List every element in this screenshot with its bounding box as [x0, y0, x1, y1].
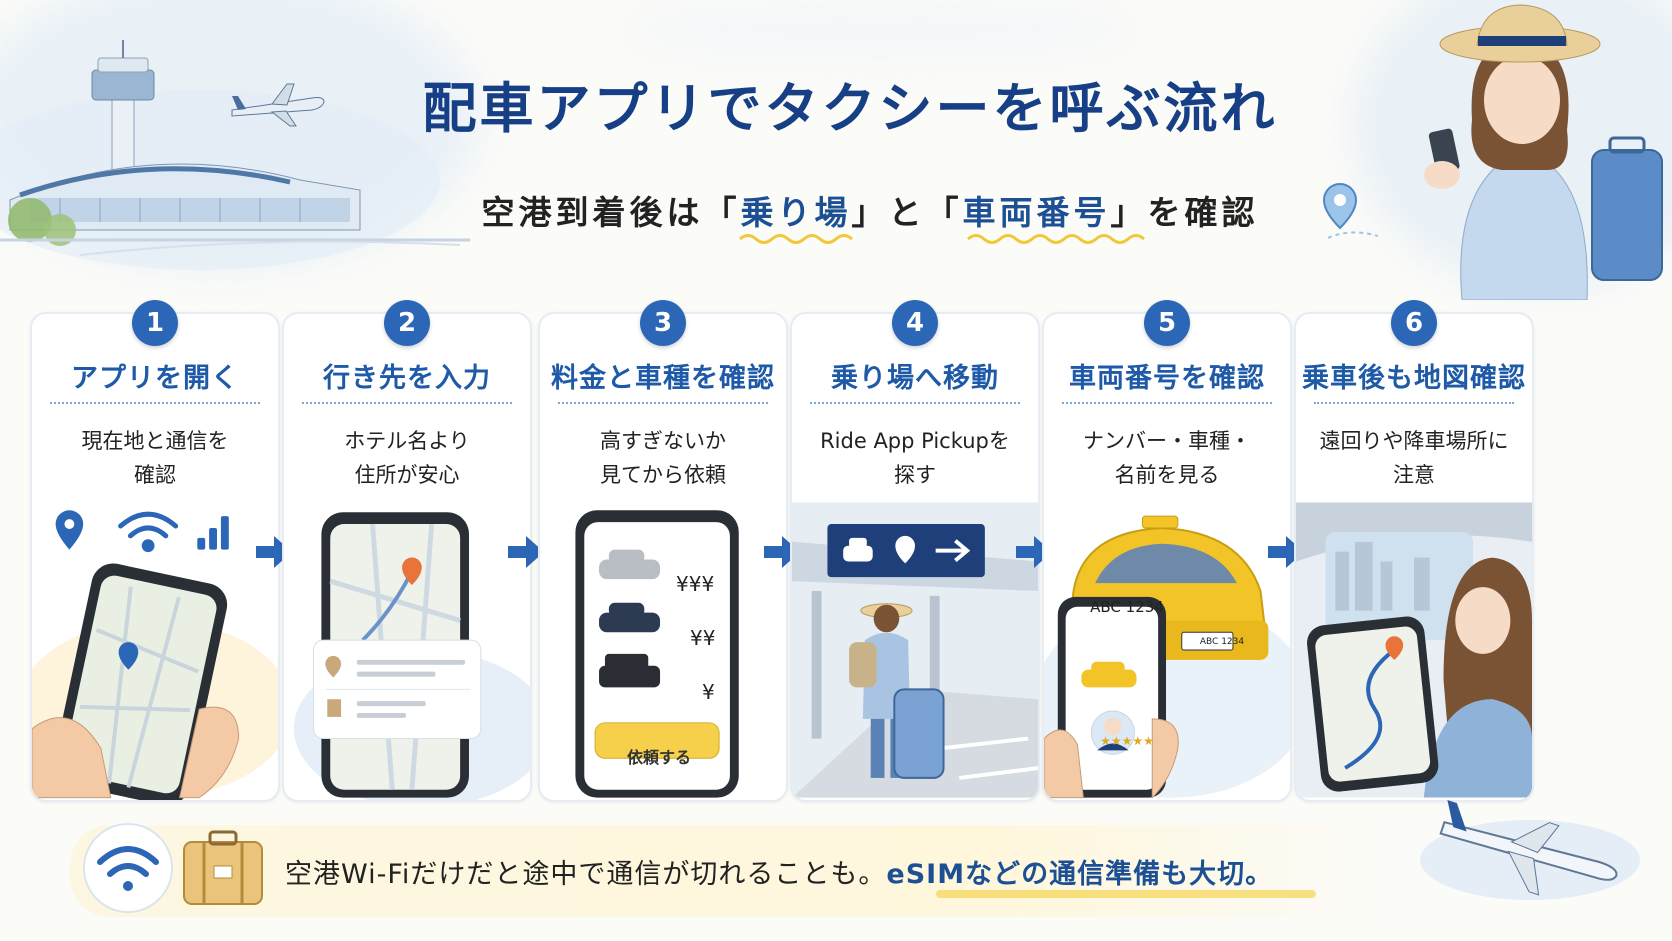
signal-bars-icon	[197, 516, 229, 550]
page-title: 配車アプリでタクシーを呼ぶ流れ	[422, 77, 1278, 140]
request-button[interactable]: 依頼する	[626, 748, 691, 767]
step-card-4: 乗り場へ移動 Ride App Pickupを 探す	[790, 312, 1040, 802]
subtitle-text: 」と「	[851, 193, 963, 232]
step-card-1: アプリを開く 現在地と通信を 確認	[30, 312, 280, 802]
tip-text-highlight: eSIMなどの通信準備も大切。	[886, 859, 1274, 890]
step-description: ナンバー・車種・ 名前を見る	[1083, 429, 1251, 487]
price-label: ¥¥	[690, 626, 716, 650]
step-title: 乗車後も地図確認	[1302, 363, 1526, 394]
step-card-6: 乗車後も地図確認 遠回りや降車場所に 注意	[1294, 312, 1534, 802]
arrow-right-icon	[508, 536, 544, 568]
step-description: Ride App Pickupを 探す	[820, 429, 1010, 487]
step-title: 乗り場へ移動	[831, 363, 999, 394]
step-number-badge: 1	[132, 300, 178, 346]
traveler-illustration	[1424, 4, 1663, 300]
subtitle-highlight-plate: 車両番号	[962, 193, 1111, 232]
wavy-underline	[739, 234, 853, 244]
step-title: アプリを開く	[71, 363, 239, 394]
subtitle-highlight-pickup: 乗り場	[740, 193, 852, 232]
wavy-underline	[967, 234, 1145, 244]
price-label: ¥	[702, 680, 715, 704]
pickup-area-illustration	[792, 502, 1038, 798]
driver-rating: ★★★★★	[1100, 734, 1154, 748]
dotted-divider	[1062, 402, 1272, 404]
tip-text: 空港Wi-Fiだけだと途中で通信が切れることも。eSIMなどの通信準備も大切。	[285, 852, 1273, 891]
dotted-divider	[810, 402, 1020, 404]
airplane-icon	[1420, 800, 1640, 900]
step-number-badge: 4	[892, 300, 938, 346]
subtitle-text: 」を確認	[1110, 193, 1259, 232]
step-description: 現在地と通信を 確認	[81, 429, 229, 487]
dotted-divider	[50, 402, 260, 404]
price-label: ¥¥¥	[676, 572, 715, 596]
location-pin-icon	[55, 510, 84, 550]
taxi-sign-icon	[843, 537, 873, 562]
steps-flow: アプリを開く 現在地と通信を 確認 1 行き先を入力 ホテル名より	[30, 300, 1642, 802]
location-pin-icon	[1322, 182, 1379, 239]
step-title: 行き先を入力	[323, 363, 491, 394]
vehicle-check-illustration	[1044, 515, 1290, 799]
step-number-badge: 3	[640, 300, 686, 346]
highlight-underline	[936, 890, 1316, 898]
step-title: 料金と車種を確認	[551, 363, 775, 394]
plate-number-phone: ABC 1234	[1090, 598, 1164, 616]
watercolor-wash	[620, 0, 1140, 60]
wifi-icon	[118, 511, 179, 553]
step-description: 遠回りや降車場所に 注意	[1319, 429, 1509, 487]
step-description: ホテル名より 住所が安心	[344, 429, 470, 487]
fare-check-illustration	[575, 510, 739, 798]
step-title: 車両番号を確認	[1069, 363, 1265, 394]
step-card-5: 車両番号を確認 ナンバー・車種・ 名前を見る ABC 1234 ABC 1234…	[1042, 312, 1292, 802]
step-card-2: 行き先を入力 ホテル名より 住所が安心	[282, 312, 532, 802]
enter-destination-illustration	[293, 512, 530, 800]
open-app-illustration	[32, 510, 278, 800]
tip-text-main: 空港Wi-Fiだけだと途中で通信が切れることも。	[285, 859, 887, 890]
subtitle: 空港到着後は「乗り場」と「車両番号」を確認	[430, 186, 1310, 234]
wifi-icon	[83, 823, 173, 913]
dotted-divider	[558, 402, 768, 404]
dotted-divider	[302, 402, 512, 404]
step-card-3: 料金と車種を確認 高すぎないか 見てから依頼 ¥¥¥ ¥¥ ¥ 依頼する	[538, 312, 788, 802]
step-number-badge: 6	[1391, 300, 1437, 346]
step-number-badge: 2	[384, 300, 430, 346]
in-car-map-illustration	[1296, 502, 1532, 798]
airport-illustration	[0, 40, 470, 270]
plate-number-car: ABC 1234	[1199, 637, 1245, 647]
step-number-badge: 5	[1144, 300, 1190, 346]
step-description: 高すぎないか 見てから依頼	[600, 429, 726, 487]
subtitle-text: 空港到着後は「	[481, 193, 741, 232]
suitcase-icon	[183, 830, 263, 905]
tip-banner	[70, 825, 1390, 917]
dotted-divider	[1314, 402, 1514, 404]
